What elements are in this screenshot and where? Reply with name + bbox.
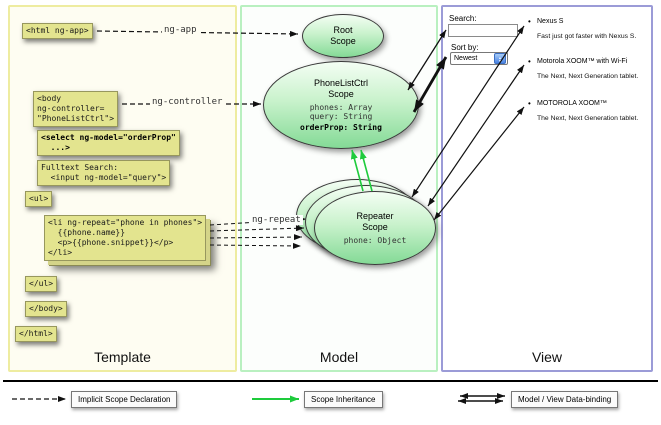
phone-name: Nexus S	[528, 17, 653, 26]
legend-binding-arrow	[458, 393, 505, 404]
code-select: <select ng-model="orderProp" ...>	[37, 130, 180, 156]
ng-controller-label: ng-controller	[150, 97, 225, 107]
phonelistctrl-scope-orderprop: orderProp: String	[300, 122, 382, 132]
phonelistctrl-scope-ellipse: PhoneListCtrl Scope phones: Array query:…	[263, 61, 419, 149]
code-ul-open: <ul>	[25, 191, 53, 207]
panel-label-model: Model	[319, 349, 359, 365]
code-html-close: </html>	[15, 326, 57, 342]
search-label: Search:	[449, 14, 477, 23]
code-body-close: </body>	[25, 301, 67, 317]
legend-scope-inheritance: Scope Inheritance	[304, 391, 383, 408]
phone-name: Motorola XOOM™ with Wi-Fi	[528, 57, 653, 66]
select-arrows-icon	[494, 53, 506, 64]
phone-list-item: MOTOROLA XOOM™ The Next, Next Generation…	[528, 99, 653, 122]
phone-list-item: Nexus S Fast just got faster with Nexus …	[528, 17, 653, 40]
phonelistctrl-scope-title: PhoneListCtrl Scope	[313, 77, 369, 99]
code-li-repeat: <li ng-repeat="phone in phones"> {{phone…	[44, 215, 207, 261]
panel-label-template: Template	[94, 349, 151, 365]
code-html-open: <html ng-app>	[22, 23, 93, 39]
phonelistctrl-scope-properties: phones: Array query: String	[309, 102, 373, 122]
phone-description: The Next, Next Generation tablet.	[537, 115, 639, 122]
root-scope-title: Root Scope	[330, 25, 356, 46]
code-body-open: <body ng-controller= "PhoneListCtrl">	[33, 91, 119, 127]
phone-description: The Next, Next Generation tablet.	[537, 73, 639, 80]
repeater-scope-ellipse: Repeater Scope phone: Object	[314, 191, 436, 265]
code-ul-close: </ul>	[25, 276, 58, 292]
phone-name: MOTOROLA XOOM™	[528, 99, 653, 108]
phone-description: Fast just got faster with Nexus S.	[537, 33, 637, 40]
legend-model-view-data-binding: Model / View Data-binding	[511, 391, 619, 408]
ng-app-label: ng-app	[162, 25, 199, 35]
code-fulltext-search: Fulltext Search: <input ng-model="query"…	[37, 160, 171, 186]
search-input[interactable]	[448, 24, 518, 37]
legend-implicit-scope-declaration: Implicit Scope Declaration	[71, 391, 178, 408]
panel-label-view: View	[531, 349, 563, 365]
repeater-scope-property: phone: Object	[343, 235, 407, 245]
sort-by-label: Sort by:	[451, 43, 479, 52]
repeater-scope-title: Repeater Scope	[356, 210, 394, 232]
phone-list-item: Motorola XOOM™ with Wi-Fi The Next, Next…	[528, 57, 653, 80]
root-scope-ellipse: Root Scope	[302, 14, 384, 58]
sort-select[interactable]: Newest	[450, 52, 508, 65]
sort-select-value: Newest	[454, 55, 478, 62]
ng-repeat-label: ng-repeat	[250, 215, 303, 225]
model-panel: Model	[240, 5, 438, 372]
